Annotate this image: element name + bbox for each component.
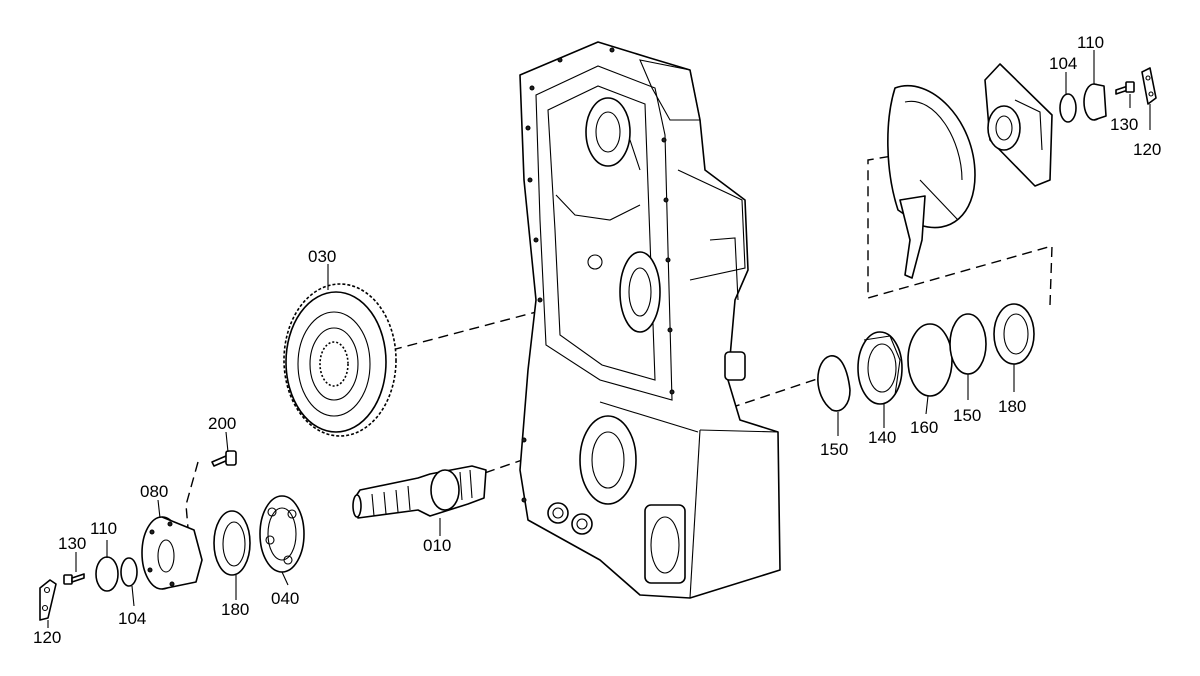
bearing-140: [857, 331, 903, 405]
output-flange-080: [141, 516, 203, 590]
seal-180-right: [993, 303, 1035, 365]
label-080: 080: [140, 482, 168, 501]
label-160: 160: [910, 418, 938, 437]
label-130-right: 130: [1110, 115, 1138, 134]
snap-ring-150-b: [949, 313, 987, 375]
seal-180-left: [213, 510, 251, 576]
label-110-left: 110: [90, 519, 117, 538]
label-110-right: 110: [1077, 33, 1104, 52]
screw-200: [211, 450, 237, 467]
screw-130-right: [1115, 81, 1135, 95]
housing-flange-right: [984, 63, 1053, 187]
bearing-040: [259, 495, 305, 573]
label-180-left: 180: [221, 600, 249, 619]
label-180-right: 180: [998, 397, 1026, 416]
label-140: 140: [868, 428, 896, 447]
lock-plate-120-right: [1141, 67, 1157, 105]
label-010: 010: [423, 536, 451, 555]
label-040: 040: [271, 589, 299, 608]
label-120-right: 120: [1133, 140, 1161, 159]
gear-030: [283, 283, 397, 437]
brake-assembly: [887, 85, 976, 279]
o-ring-104-left: [120, 557, 138, 587]
label-130-left: 130: [58, 534, 86, 553]
shim-160: [907, 323, 953, 397]
snap-ring-150-a: [817, 355, 851, 412]
gearbox-housing: [519, 41, 781, 599]
lock-plate-120-left: [39, 579, 57, 621]
label-120-left: 120: [33, 628, 61, 647]
leader-lines: [47, 50, 1151, 628]
cover-110-right: [1083, 83, 1107, 121]
callout-labels: 030 200 080 110 130 120 104 180 040 010 …: [33, 33, 1161, 647]
label-150-b: 150: [953, 406, 981, 425]
label-150-a: 150: [820, 440, 848, 459]
o-ring-104-right: [1059, 93, 1077, 123]
label-104-left: 104: [118, 609, 146, 628]
shaft-010: [352, 465, 487, 519]
assembly-guide-lines: [185, 147, 1053, 529]
label-030: 030: [308, 247, 336, 266]
label-104-right: 104: [1049, 54, 1077, 73]
label-200: 200: [208, 414, 236, 433]
cover-110-left: [95, 556, 119, 592]
screw-130-left: [63, 573, 85, 585]
